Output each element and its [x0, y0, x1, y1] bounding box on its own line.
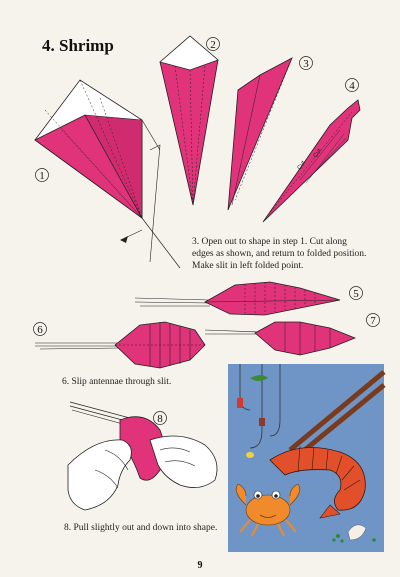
step-6-diagram [33, 321, 206, 369]
step-5-number: 5 [353, 288, 359, 300]
cut-label-top: Cut [313, 148, 323, 159]
crab-illustration [235, 483, 301, 537]
page-number: 9 [197, 560, 203, 571]
step-7-number: 7 [370, 315, 376, 327]
step-1-diagram [34, 79, 181, 269]
step-5-diagram [134, 281, 363, 316]
step-1-number: 1 [39, 170, 45, 182]
page-title: 4. Shrimp [42, 36, 114, 55]
step-7-diagram [204, 313, 380, 356]
cut-label-bottom: Cut [297, 160, 307, 171]
finished-shrimp-photo [228, 364, 386, 552]
step-6-number: 6 [37, 324, 43, 336]
caption-step-3: 3. Open out to shape in step 1. Cut alon… [192, 237, 367, 271]
step-2-diagram [159, 35, 220, 206]
step-8-diagram [67, 401, 218, 511]
step-3-diagram [227, 56, 313, 211]
step-2-number: 2 [210, 39, 216, 51]
step-3-number: 3 [303, 58, 309, 70]
step-8-number: 8 [157, 413, 163, 425]
caption-step-8: 8. Pull slightly out and down into shape… [64, 523, 218, 533]
step-4-number: 4 [349, 80, 355, 92]
step-4-diagram: Cut Cut [262, 78, 361, 223]
caption-step-6: 6. Slip antennae through slit. [62, 377, 172, 387]
